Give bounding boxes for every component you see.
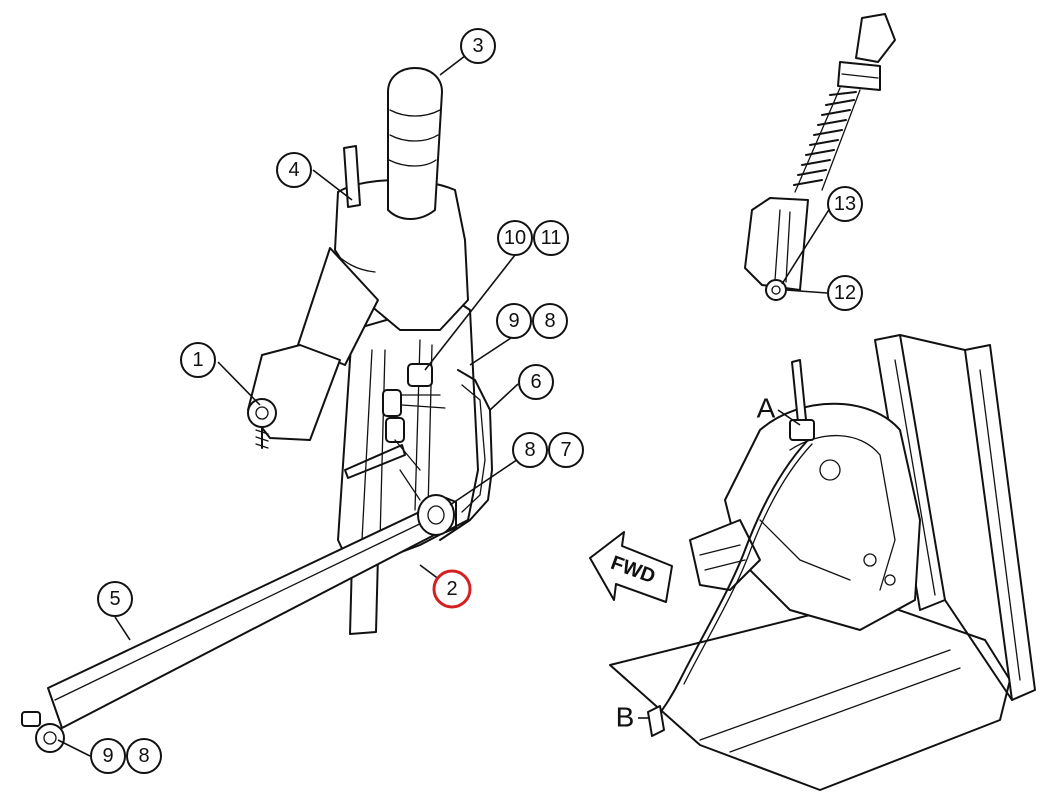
svg-text:5: 5 <box>109 588 120 610</box>
callout-3: 3 <box>460 28 496 64</box>
marker-b: B <box>616 702 635 733</box>
callout-8-lower: 8 <box>126 738 162 774</box>
rod-end-bushing <box>417 494 455 536</box>
cable-sheath <box>855 13 896 63</box>
svg-text:10: 10 <box>504 227 526 249</box>
marker-a: A <box>757 393 776 424</box>
callout-13: 13 <box>827 186 863 222</box>
svg-text:3: 3 <box>472 35 483 57</box>
callout-9-lower: 9 <box>90 738 126 774</box>
callout-2-highlighted: 2 <box>432 569 472 609</box>
svg-text:13: 13 <box>834 193 856 215</box>
svg-text:8: 8 <box>544 310 555 332</box>
callout-6: 6 <box>518 364 554 400</box>
lever-handle-3 <box>387 67 443 220</box>
callout-9-upper: 9 <box>496 303 532 339</box>
callout-1: 1 <box>180 342 216 378</box>
cable-end-detail <box>744 13 896 301</box>
machine-frame <box>609 334 1036 791</box>
pin-4 <box>343 145 361 208</box>
callout-8-upper: 8 <box>532 303 568 339</box>
svg-text:12: 12 <box>834 282 856 304</box>
callout-5: 5 <box>97 581 133 617</box>
rod-end-fastener <box>35 723 65 753</box>
cable-clevis <box>744 197 809 291</box>
pedestal <box>724 402 921 631</box>
forward-direction-arrow: FWD <box>589 531 673 603</box>
callout-8-middle: 8 <box>512 432 548 468</box>
callouts: 3 4 1 10 11 9 8 6 <box>90 28 863 774</box>
svg-text:1: 1 <box>192 349 203 371</box>
callout-12: 12 <box>827 275 863 311</box>
svg-text:9: 9 <box>508 310 519 332</box>
svg-text:2: 2 <box>446 578 457 600</box>
svg-text:8: 8 <box>524 439 535 461</box>
callout-7: 7 <box>548 432 584 468</box>
floor-plate <box>609 599 1011 791</box>
svg-text:4: 4 <box>288 159 299 181</box>
linkage-rod-5 <box>47 507 441 729</box>
callout-4: 4 <box>276 152 312 188</box>
svg-text:6: 6 <box>530 371 541 393</box>
svg-text:11: 11 <box>541 227 562 249</box>
svg-text:8: 8 <box>138 745 149 767</box>
control-cable <box>654 439 809 721</box>
fwd-arrow-shape <box>589 531 673 603</box>
fastener-a <box>382 389 402 417</box>
spring-coil <box>793 91 857 186</box>
svg-text:9: 9 <box>102 745 113 767</box>
bolt-10-11 <box>407 363 433 387</box>
fastener-b <box>385 417 405 443</box>
svg-text:7: 7 <box>560 439 571 461</box>
callout-10: 10 <box>497 220 533 256</box>
bracket-6 <box>439 369 493 541</box>
control-lever-assembly <box>21 67 493 753</box>
callout-11: 11 <box>533 220 569 256</box>
